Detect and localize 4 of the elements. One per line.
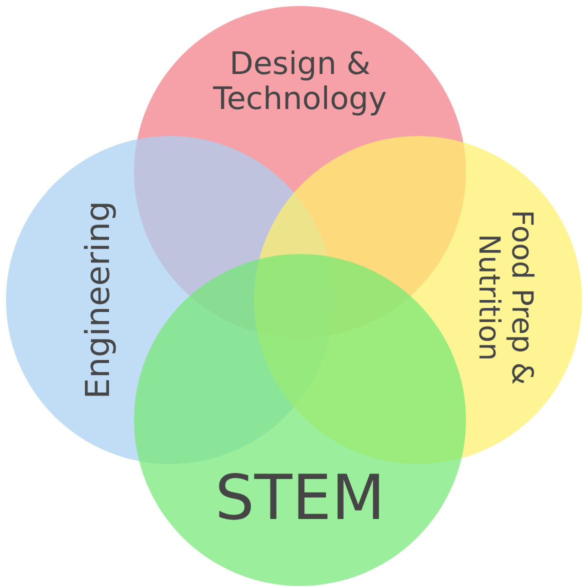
circle-label: Food Prep & Nutrition [472, 208, 538, 386]
circle-label: Design & Technology [212, 46, 388, 118]
circle-label: Engineering [79, 200, 117, 401]
circle-label: STEM [214, 462, 386, 533]
